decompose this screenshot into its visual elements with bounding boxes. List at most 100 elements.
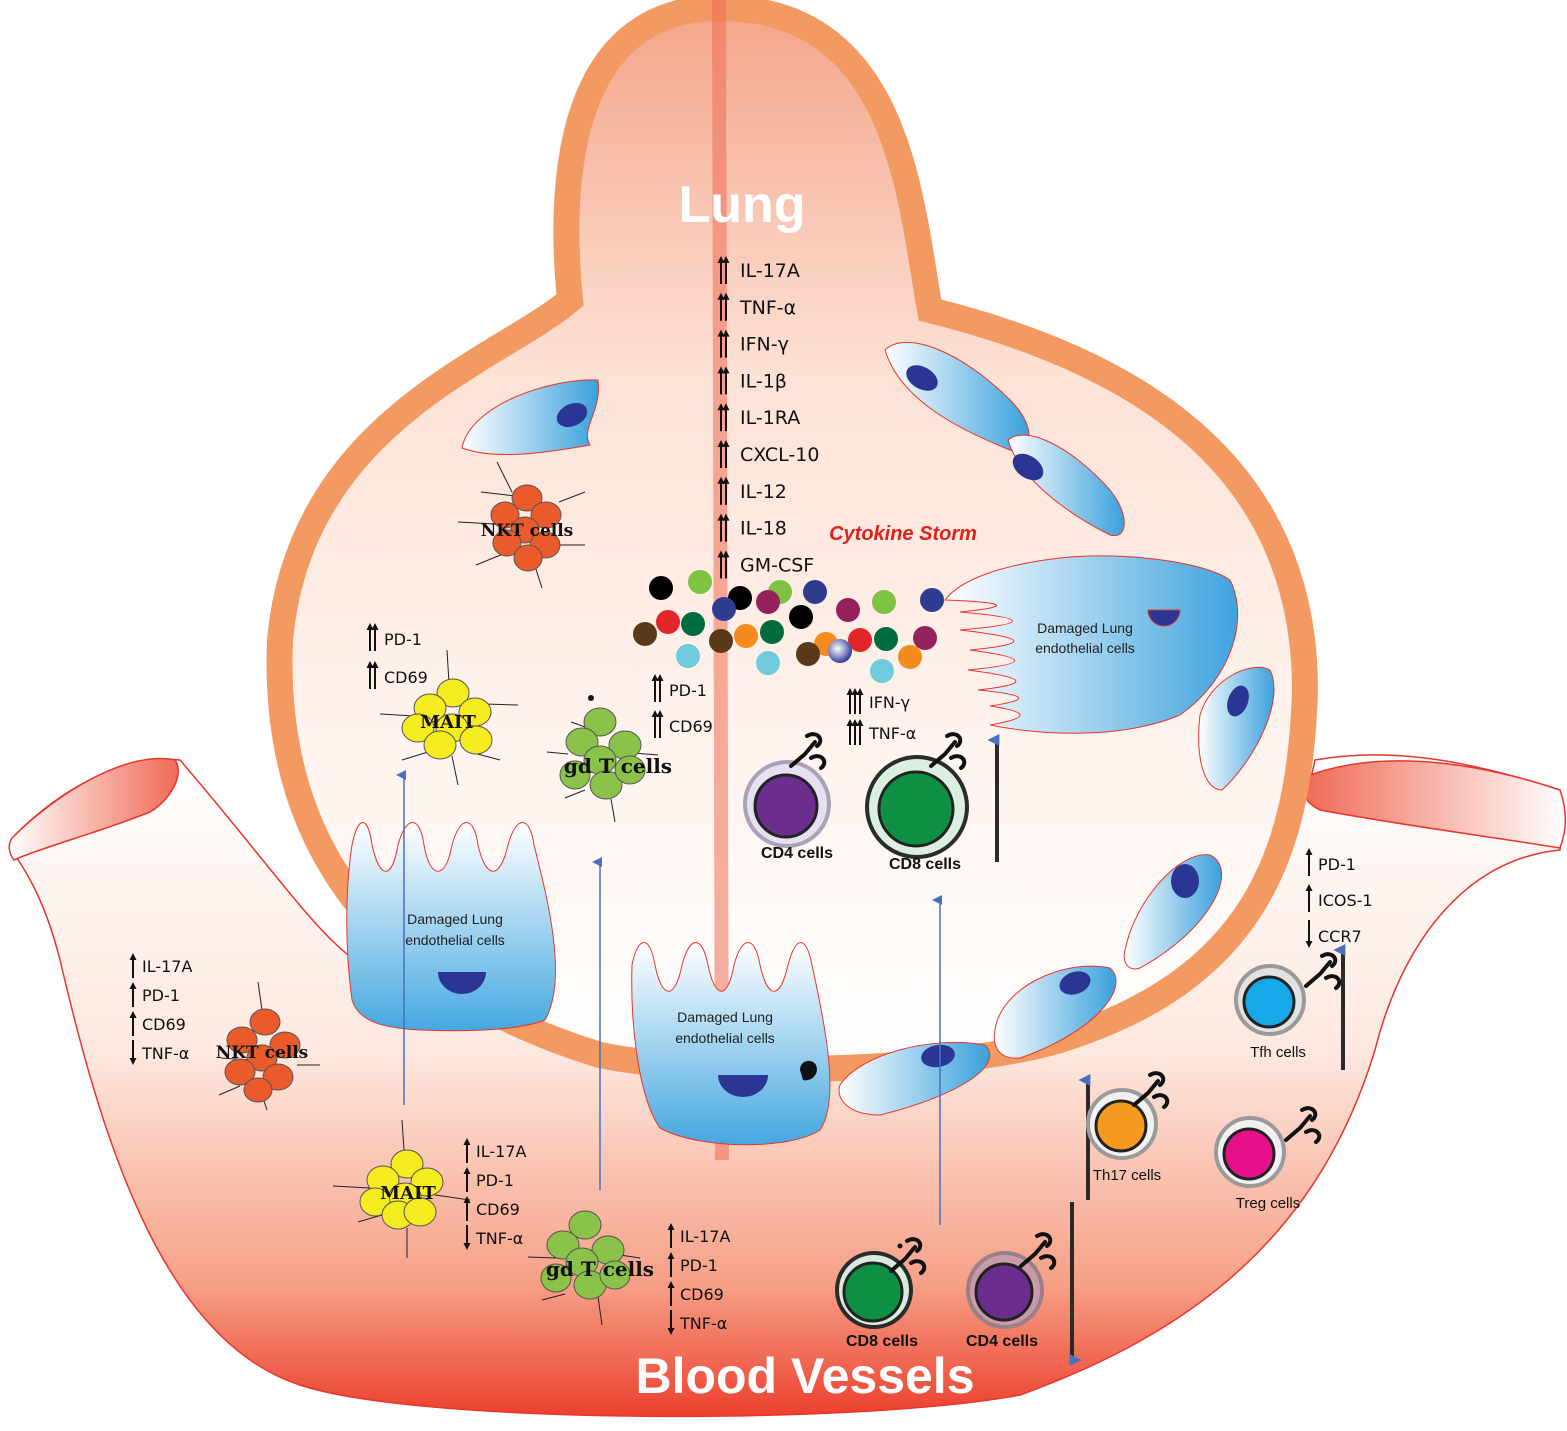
marker-label: PD-1 (142, 986, 180, 1005)
receptor-icon (1304, 952, 1342, 990)
blood-cd8-label: CD8 cells (846, 1333, 918, 1350)
cytokine-particle (656, 610, 680, 634)
cytokine-particle (789, 605, 813, 629)
marker-label: IL-17A (142, 957, 192, 976)
cytokine-particle (734, 624, 758, 648)
th17-label: Th17 cells (1093, 1167, 1161, 1184)
vessel-right-opening (1302, 760, 1566, 849)
lung-mait-cluster (379, 649, 519, 786)
receptor-icon (1132, 1071, 1170, 1109)
blood-nkt-label: NKT cells (216, 1043, 309, 1063)
marker-label: TNF-α (475, 1229, 523, 1248)
marker-label: ICOS-1 (1318, 891, 1373, 910)
marker-label: PD-1 (680, 1256, 718, 1275)
cytokine-row: IL-17A (717, 256, 800, 284)
damaged-cell-label-line2: endothelial cells (405, 932, 505, 948)
damaged-endothelial-cell-bottom: Damaged Lung endothelial cells (631, 942, 831, 1146)
damaged-cell-label-line1: Damaged Lung (1037, 620, 1133, 636)
cytokine-row: IL-1RA (717, 403, 800, 432)
cytokine-row: IFN-γ (717, 329, 789, 358)
treg-label: Treg cells (1236, 1195, 1300, 1212)
marker-label: CD69 (680, 1285, 724, 1304)
blood-mait-cluster (332, 1119, 471, 1258)
lung-nkt-label: NKT cells (481, 521, 574, 541)
damaged-cell-label-line2: endothelial cells (675, 1030, 775, 1046)
lung-center-line (712, 0, 729, 1161)
cytokine-particle (828, 639, 852, 663)
receptor-icon (789, 732, 827, 770)
tfh-label: Tfh cells (1250, 1044, 1306, 1061)
cytokine-particle (874, 627, 898, 651)
endothelial-cell (838, 1041, 991, 1116)
cytokine-label: IL-17A (740, 260, 800, 282)
cytokine-label: CXCL-10 (740, 444, 819, 466)
receptor-icon (889, 1237, 927, 1275)
marker-label: CCR7 (1318, 927, 1362, 946)
cytokine-particle (709, 629, 733, 653)
marker-label: IL-17A (476, 1142, 526, 1161)
damaged-endothelial-cell-horizontal: Damaged Lung endothelial cells (944, 555, 1239, 734)
damaged-cell-label-line1: Damaged Lung (407, 911, 503, 927)
blood-cd4-label: CD4 cells (966, 1333, 1038, 1350)
cytokine-particle (870, 659, 894, 683)
cytokine-particle (898, 645, 922, 669)
cytokine-label: TNF-α (739, 297, 796, 319)
marker-label: PD-1 (476, 1171, 514, 1190)
marker-label: CD69 (142, 1015, 186, 1034)
receptor-icon (1284, 1106, 1322, 1144)
endothelial-cell (461, 379, 599, 456)
cytokine-particle (688, 570, 712, 594)
cytokine-label: IL-18 (740, 518, 787, 540)
endothelial-cell (1123, 854, 1222, 970)
cytokine-label: IL-12 (740, 481, 787, 503)
cytokine-row: IL-18 (717, 513, 787, 542)
dot (897, 1243, 903, 1249)
cytokine-particle (649, 576, 673, 600)
lung-gdt-cluster (546, 695, 659, 823)
lung-cd8-cell (865, 732, 969, 859)
cytokine-particle (872, 590, 896, 614)
lung-cd4-label: CD4 cells (761, 845, 833, 862)
cytokine-particle (756, 590, 780, 614)
blood-gdt-label: gd T cells (546, 1257, 654, 1281)
blood-gdt-cluster (527, 1210, 641, 1326)
marker-label: IL-17A (680, 1227, 730, 1246)
marker-label: TNF-α (868, 724, 916, 743)
region-title-lung: Lung (678, 176, 805, 234)
lung-nkt-cluster (457, 461, 586, 589)
lung-cd8-label: CD8 cells (889, 856, 961, 873)
endothelial-cell (993, 965, 1117, 1059)
treg-cell (1214, 1106, 1322, 1188)
damaged-cell-label-line2: endothelial cells (1035, 640, 1135, 656)
cytokine-particle (796, 642, 820, 666)
blood-cd4-cell (966, 1232, 1057, 1329)
blood-cd8-cell (835, 1237, 927, 1329)
cytokine-label: IL-1β (740, 370, 787, 392)
marker-label: PD-1 (669, 681, 707, 700)
endothelial-cell (1198, 666, 1275, 791)
marker-label: TNF-α (141, 1044, 189, 1063)
cytokine-row: CXCL-10 (717, 440, 819, 468)
endothelial-cell (1007, 434, 1125, 537)
cytokine-row: IL-12 (717, 476, 787, 505)
receptor-icon (1019, 1232, 1057, 1270)
cytokine-particle (676, 644, 700, 668)
marker-label: PD-1 (1318, 855, 1356, 874)
cytokine-particle (848, 628, 872, 652)
cytokine-label: IFN-γ (740, 334, 789, 356)
damaged-cell-label-line1: Damaged Lung (677, 1009, 773, 1025)
cytokine-particle (633, 622, 657, 646)
cytokine-storm-label: Cytokine Storm (829, 523, 977, 545)
cytokine-label: IL-1RA (740, 407, 800, 429)
vessel-left-opening (8, 757, 179, 861)
cytokine-particle (920, 588, 944, 612)
